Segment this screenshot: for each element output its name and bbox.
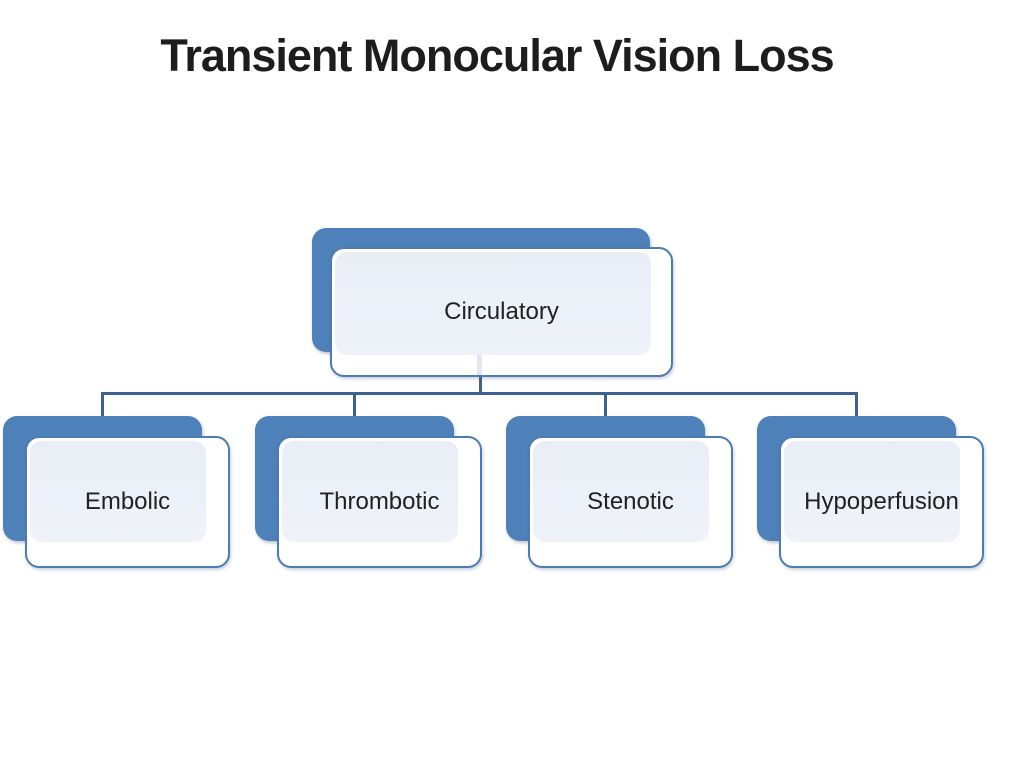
node-inner-panel [784, 441, 960, 542]
node-front-shape: Circulatory [330, 247, 673, 377]
connector-horizontal-bus [101, 392, 858, 395]
connector-root-stub [479, 377, 482, 394]
node-inner-panel [30, 441, 206, 542]
node-stenotic: Stenotic [506, 416, 734, 569]
node-front-shape: Hypoperfusion [779, 436, 984, 568]
connector-embolic-stub [101, 392, 104, 417]
node-thrombotic: Thrombotic [255, 416, 483, 569]
node-label: Stenotic [587, 488, 674, 515]
node-inner-panel [533, 441, 709, 542]
node-label: Hypoperfusion [804, 488, 959, 515]
node-circulatory: Circulatory [312, 228, 674, 378]
slide-title: Transient Monocular Vision Loss [160, 30, 834, 81]
node-label: Thrombotic [319, 488, 440, 515]
connector-hypoperfusion-stub [855, 392, 858, 417]
connector-see-through [477, 355, 482, 375]
node-label: Circulatory [444, 298, 559, 325]
node-front-shape: Embolic [25, 436, 230, 568]
node-hypoperfusion: Hypoperfusion [757, 416, 985, 569]
connector-thrombotic-stub [353, 392, 356, 417]
node-inner-panel [282, 441, 458, 542]
node-front-shape: Stenotic [528, 436, 733, 568]
node-label: Embolic [84, 488, 171, 515]
node-inner-panel [335, 252, 651, 355]
node-embolic: Embolic [3, 416, 231, 569]
node-front-shape: Thrombotic [277, 436, 482, 568]
connector-stenotic-stub [604, 392, 607, 417]
